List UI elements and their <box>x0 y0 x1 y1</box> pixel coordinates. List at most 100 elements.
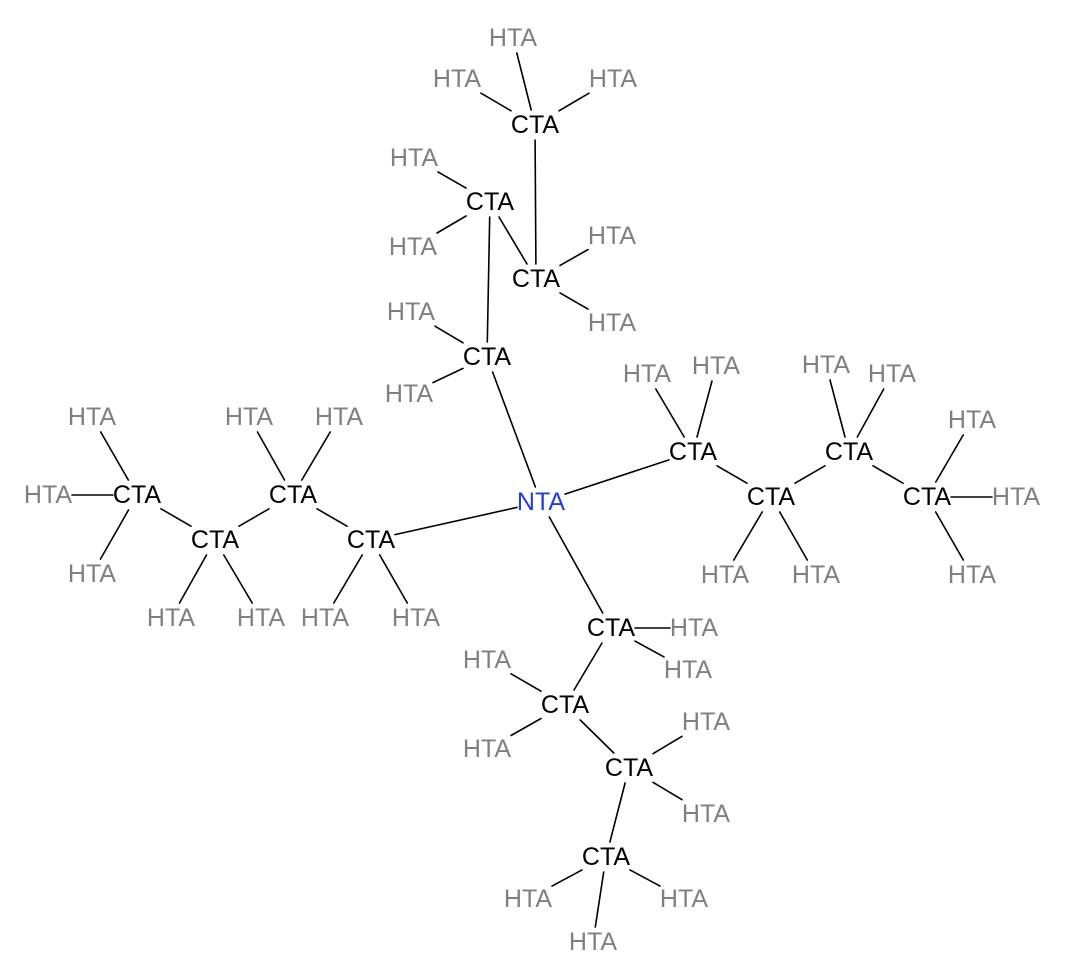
bond-c11-h24 <box>223 554 253 604</box>
bond-c4-h9 <box>558 92 590 112</box>
bond-c6-h13 <box>778 511 809 561</box>
hydrogen-atom-h21: HTA <box>225 403 273 431</box>
hydrogen-atom-h3: HTA <box>390 144 438 172</box>
bond-n-c5 <box>564 459 670 495</box>
bond-c3-h5 <box>559 248 589 267</box>
hydrogen-atom-h10: HTA <box>623 360 671 388</box>
carbon-atom-c1: CTA <box>463 343 511 371</box>
bond-c4-h8 <box>515 52 533 111</box>
hydrogen-atom-h32: HTA <box>682 708 730 736</box>
bond-c14-h31 <box>510 717 542 737</box>
bond-c8-h18 <box>934 511 965 561</box>
bond-c11-h23 <box>178 554 208 604</box>
hydrogen-atom-h36: HTA <box>569 928 617 956</box>
bond-c15-h33 <box>652 781 683 801</box>
bond-c14-c15 <box>579 719 615 754</box>
bond-c14-h30 <box>510 672 542 693</box>
carbon-atom-c12: CTA <box>113 481 161 509</box>
bond-c15-h32 <box>652 735 683 755</box>
hydrogen-atom-h8: HTA <box>489 24 537 52</box>
bond-c9-h20 <box>378 554 409 604</box>
bond-c6-c7 <box>794 464 826 485</box>
bond-c8-h16 <box>934 434 965 483</box>
bond-c7-h14 <box>829 379 846 438</box>
bond-c3-h6 <box>559 292 589 310</box>
hydrogen-atom-h30: HTA <box>463 646 511 674</box>
carbon-atom-c4: CTA <box>511 111 559 139</box>
bond-c10-h22 <box>300 431 332 481</box>
carbon-atom-c6: CTA <box>747 483 795 511</box>
bond-c1-h1 <box>434 325 464 344</box>
hydrogen-atom-h19: HTA <box>301 604 349 632</box>
bond-n-c1 <box>491 371 537 488</box>
bond-c3-c4 <box>534 139 537 265</box>
hydrogen-atom-h7: HTA <box>433 65 481 93</box>
bond-n-c13 <box>548 516 604 614</box>
hydrogen-atom-h23: HTA <box>147 604 195 632</box>
hydrogen-atom-h13: HTA <box>792 561 840 589</box>
hydrogen-atom-h28: HTA <box>670 614 718 642</box>
hydrogen-atom-h25: HTA <box>68 403 116 431</box>
bond-c10-c11 <box>238 507 270 528</box>
hydrogen-atom-h11: HTA <box>692 352 740 380</box>
hydrogen-atom-h16: HTA <box>948 406 996 434</box>
hydrogen-atom-h18: HTA <box>948 561 996 589</box>
bond-c13-c14 <box>573 642 603 691</box>
hydrogen-atom-h24: HTA <box>237 604 285 632</box>
hydrogen-atom-h34: HTA <box>504 885 552 913</box>
bond-c7-h15 <box>856 388 885 438</box>
hydrogen-atom-h15: HTA <box>868 360 916 388</box>
bond-c2-h4 <box>436 215 467 234</box>
bond-c9-c10 <box>316 507 348 528</box>
hydrogen-atom-h31: HTA <box>463 735 511 763</box>
hydrogen-atom-h20: HTA <box>392 604 440 632</box>
carbon-atom-c8: CTA <box>903 483 951 511</box>
hydrogen-atom-h29: HTA <box>664 656 712 684</box>
bond-c13-h29 <box>634 640 665 658</box>
bond-c16-h36 <box>594 871 605 928</box>
carbon-atom-c10: CTA <box>269 481 317 509</box>
carbon-atom-c15: CTA <box>605 754 653 782</box>
bond-c5-h10 <box>654 388 686 438</box>
carbon-atom-c13: CTA <box>587 614 635 642</box>
bond-c7-c8 <box>872 464 904 485</box>
bond-c12-h27 <box>99 509 130 560</box>
bond-c4-h7 <box>480 92 512 112</box>
hydrogen-atom-h6: HTA <box>588 309 636 337</box>
bond-c10-h21 <box>256 431 286 481</box>
hydrogen-atom-h35: HTA <box>660 885 708 913</box>
bond-c16-h34 <box>551 869 583 887</box>
nitrogen-atom-n: NTA <box>517 488 565 516</box>
hydrogen-atom-h12: HTA <box>701 561 749 589</box>
carbon-atom-c16: CTA <box>582 843 630 871</box>
bond-c5-c6 <box>716 464 748 485</box>
bond-layer <box>71 52 993 928</box>
hydrogen-atom-h2: HTA <box>385 380 433 408</box>
hydrogen-atom-h9: HTA <box>589 65 637 93</box>
bond-c6-h12 <box>732 511 764 561</box>
hydrogen-atom-h4: HTA <box>389 233 437 261</box>
carbon-atom-c3: CTA <box>512 265 560 293</box>
bond-c15-c16 <box>609 782 626 843</box>
atom-layer: NTA CTA CTA CTA CTA CTA CTA CTA CTA CTA CTA CTA CTA C… <box>24 24 1040 956</box>
hydrogen-atom-h1: HTA <box>387 298 435 326</box>
bond-c1-h2 <box>432 367 464 384</box>
hydrogen-atom-h14: HTA <box>802 351 850 379</box>
carbon-atom-c5: CTA <box>669 438 717 466</box>
carbon-atom-c2: CTA <box>466 188 514 216</box>
bond-c1-c2 <box>486 216 491 343</box>
bond-c2-c3 <box>498 216 528 265</box>
carbon-atom-c7: CTA <box>825 438 873 466</box>
carbon-atom-c11: CTA <box>191 526 239 554</box>
bond-c12-h25 <box>99 431 130 481</box>
hydrogen-atom-h22: HTA <box>315 403 363 431</box>
carbon-atom-c14: CTA <box>541 691 589 719</box>
bond-c11-c12 <box>160 507 192 528</box>
bond-c16-h35 <box>629 869 661 887</box>
bond-n-c9 <box>394 506 518 536</box>
bond-c5-h11 <box>696 380 713 438</box>
hydrogen-atom-h26: HTA <box>24 481 72 509</box>
carbon-atom-c9: CTA <box>347 526 395 554</box>
bond-c9-h19 <box>332 554 364 604</box>
